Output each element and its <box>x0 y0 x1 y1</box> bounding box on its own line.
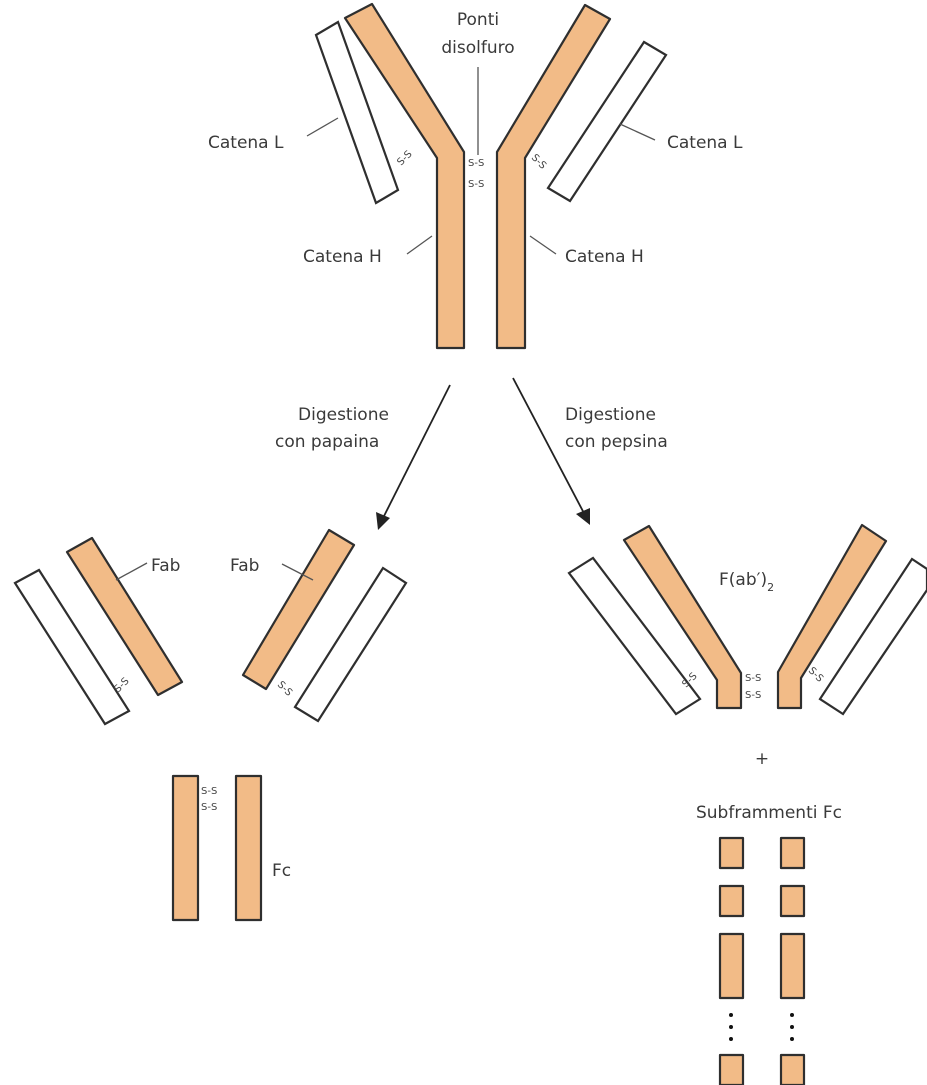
ss-label: S-S <box>201 802 217 813</box>
fab-fragment-right: S-S <box>243 530 406 721</box>
ponti-label-line2: disolfuro <box>441 38 514 58</box>
leader-catena-h-left <box>407 236 432 254</box>
ellipsis-dot <box>790 1037 794 1041</box>
leader-fab-left <box>116 563 147 580</box>
catena-l-right-label: Catena L <box>667 133 743 153</box>
papaina-label-line2: con papaina <box>275 432 379 452</box>
fc-fragment: S-S S-S <box>173 776 261 920</box>
catena-l-left-label: Catena L <box>208 133 284 153</box>
fc-heavy-chain <box>236 776 261 920</box>
fc-subfragment <box>720 838 743 868</box>
ponti-label-line1: Ponti <box>457 10 499 30</box>
ss-label: S-S <box>806 665 825 684</box>
fab2-label: F(ab′)2 <box>719 570 774 594</box>
fc-subfragment <box>781 838 804 868</box>
ss-label: S-S <box>468 179 484 190</box>
catena-h-left-label: Catena H <box>303 247 382 267</box>
pepsina-label-line1: Digestione <box>565 405 656 425</box>
fc-subfragment <box>720 1055 743 1085</box>
ss-label: S-S <box>468 158 484 169</box>
ss-label: S-S <box>529 152 548 171</box>
ellipsis-dot <box>790 1013 794 1017</box>
pepsina-label-line2: con pepsina <box>565 432 668 452</box>
ellipsis-dot <box>729 1025 733 1029</box>
ellipsis-dot <box>729 1037 733 1041</box>
ss-label: S-S <box>745 690 761 701</box>
leader-catena-h-right <box>530 236 556 254</box>
papaina-label-line1: Digestione <box>298 405 389 425</box>
fc-heavy-chain <box>173 776 198 920</box>
fc-label: Fc <box>272 861 291 881</box>
leader-catena-l-right <box>620 124 655 140</box>
fc-subfragment <box>781 886 804 916</box>
fc-subfragment <box>720 886 743 916</box>
ss-label: S-S <box>201 786 217 797</box>
subframmenti-label: Subframmenti Fc <box>696 803 842 823</box>
fc-subfragment <box>781 1055 804 1085</box>
plus-sign: + <box>755 749 769 769</box>
fab-right-label: Fab <box>230 556 259 576</box>
fc-subfragment <box>781 934 804 998</box>
ellipsis-dot <box>790 1025 794 1029</box>
fc-subfragments <box>720 838 804 1085</box>
fab-left-label: Fab <box>151 556 180 576</box>
fc-subfragment <box>720 934 743 998</box>
ss-label: S-S <box>395 149 414 168</box>
leader-catena-l-left <box>307 118 338 136</box>
catena-h-right-label: Catena H <box>565 247 644 267</box>
ellipsis-dot <box>729 1013 733 1017</box>
ss-label: S-S <box>745 673 761 684</box>
ss-label: S-S <box>275 679 294 698</box>
fab2-fragment: S-S S-S S-S S-S <box>569 525 927 714</box>
